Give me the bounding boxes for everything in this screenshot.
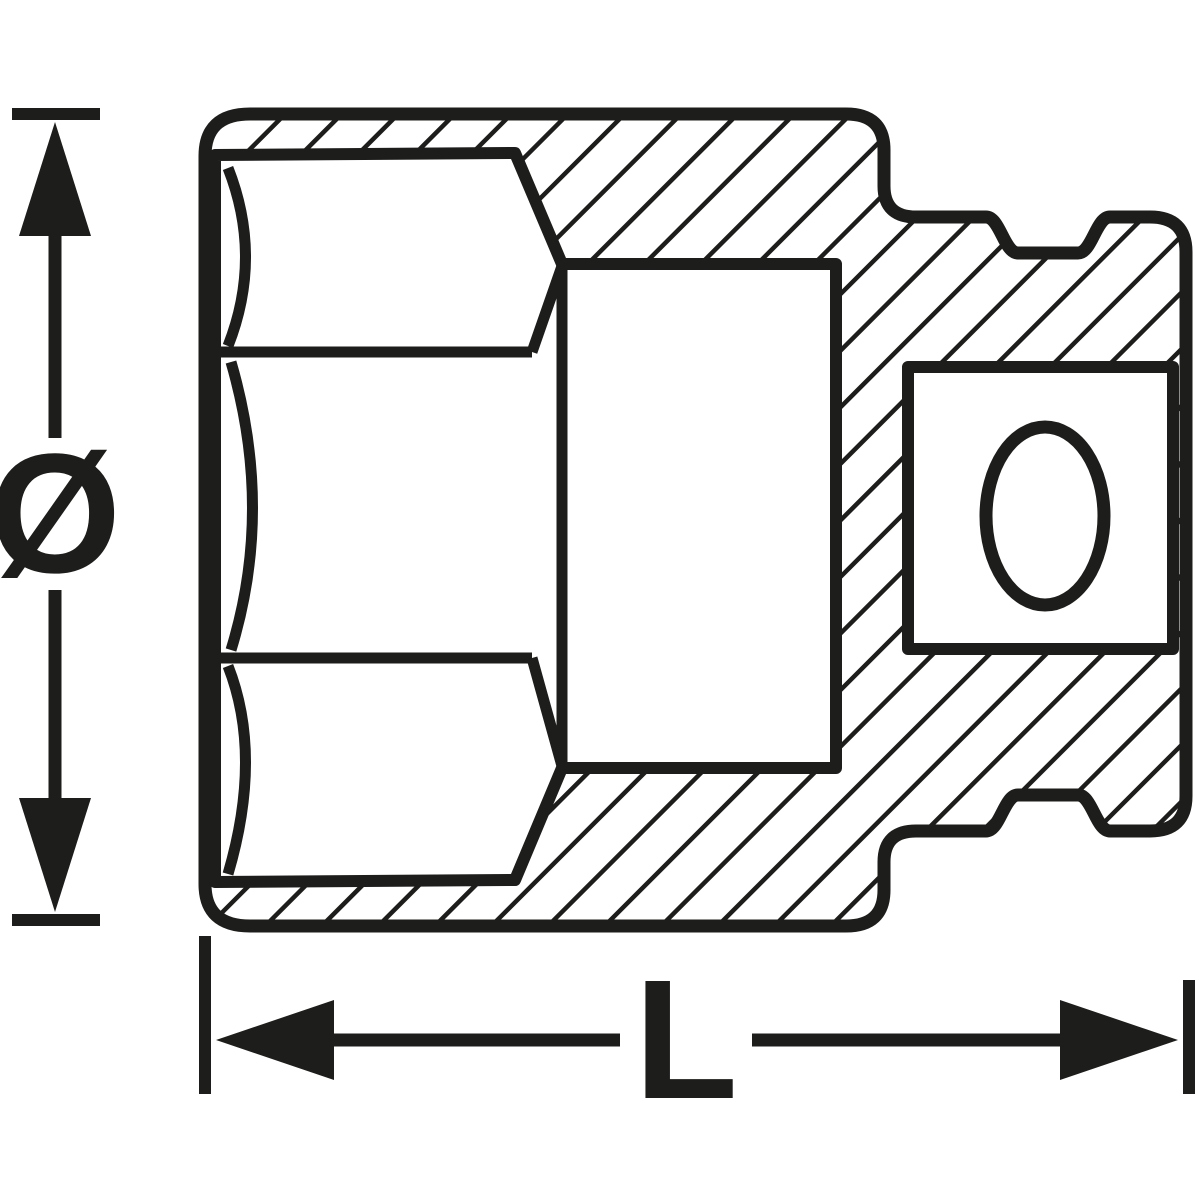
hex-socket-cavity (209, 147, 842, 888)
diameter-dimension: Ø (0, 108, 121, 926)
chamfer-arc-lower (222, 663, 251, 876)
arrow-right-icon (1060, 1000, 1178, 1080)
hex-cavity-face (209, 147, 842, 888)
arrow-left-icon (216, 1000, 334, 1080)
chamfer-arc-upper (222, 165, 251, 349)
arrow-down-icon (19, 798, 91, 912)
chamfer-arc-middle (225, 360, 258, 652)
length-dimension: L (199, 936, 1195, 1135)
diameter-symbol-label: Ø (0, 419, 121, 609)
arrow-up-icon (19, 122, 91, 236)
pin-hole (979, 420, 1111, 612)
square-drive-area (902, 361, 1179, 655)
length-label: L (634, 945, 738, 1135)
